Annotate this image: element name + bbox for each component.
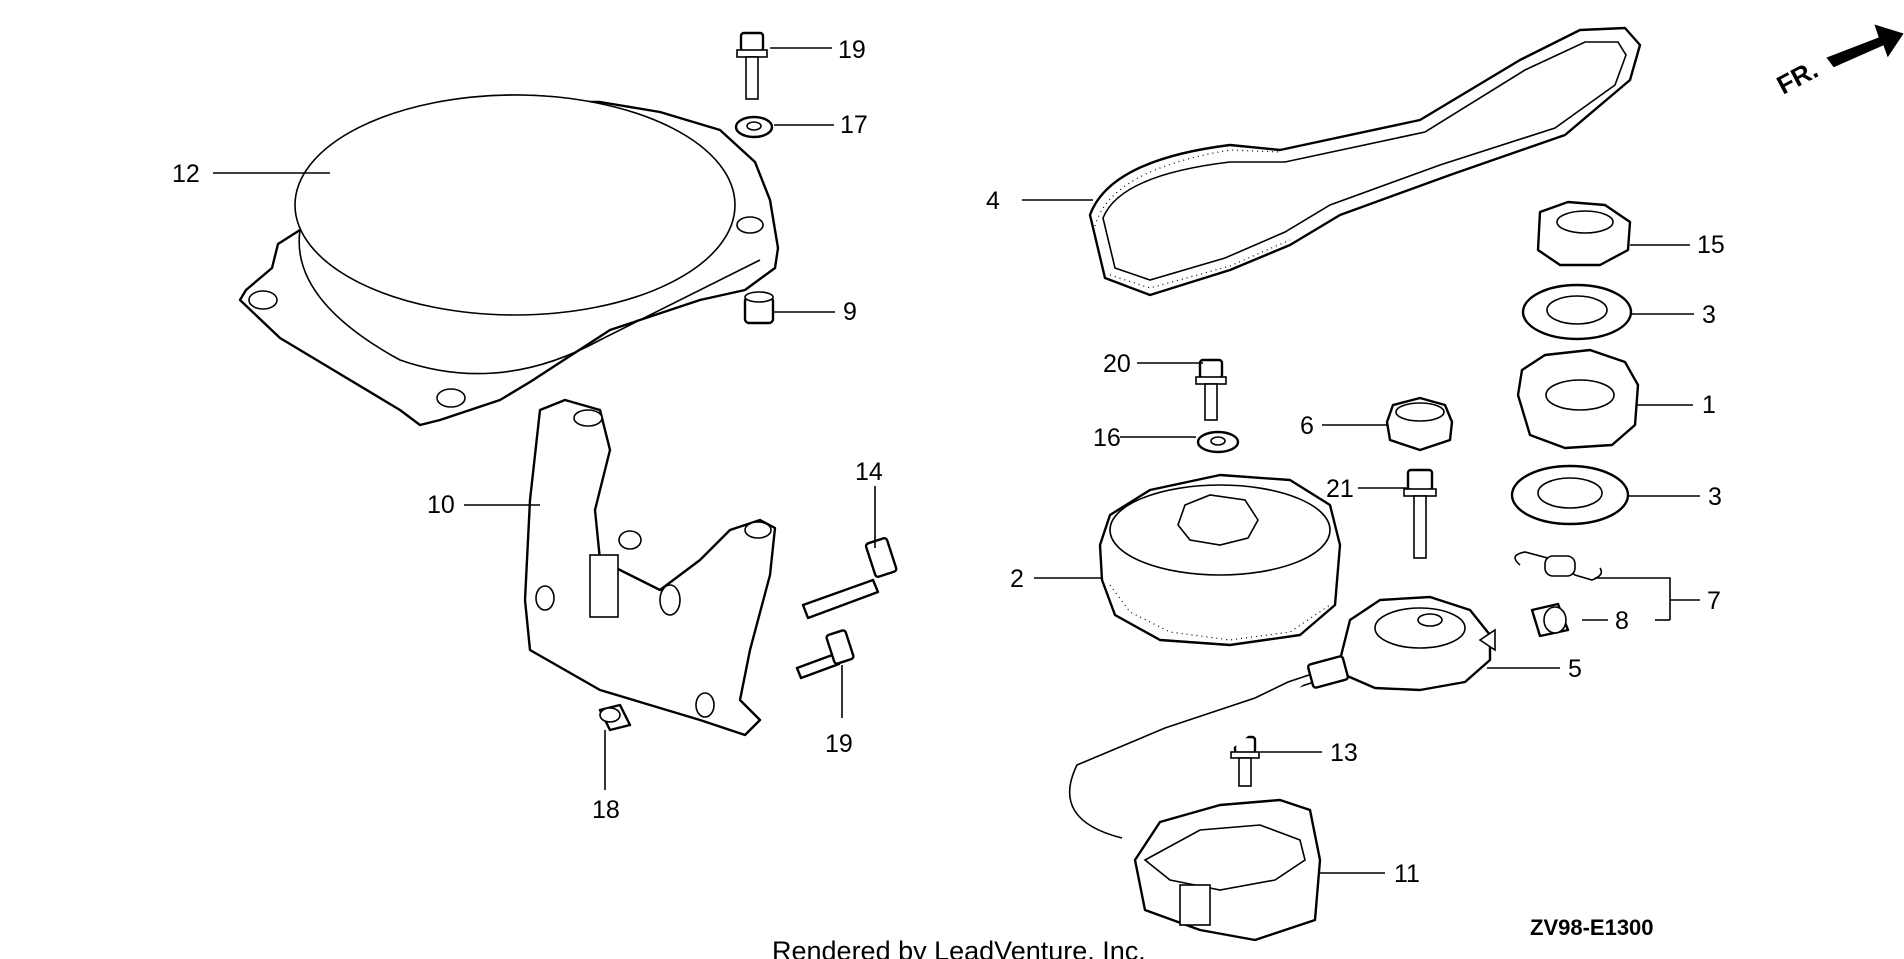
callout-17: 17 (840, 111, 868, 139)
part-washer-3-upper[interactable] (1521, 283, 1633, 341)
callout-14: 14 (855, 458, 883, 486)
callout-3-lower: 3 (1708, 483, 1722, 511)
callout-3-upper: 3 (1702, 301, 1716, 329)
callout-8: 8 (1615, 607, 1629, 635)
collar-9[interactable] (743, 291, 775, 325)
callout-12: 12 (172, 160, 200, 188)
callout-19-top: 19 (838, 36, 866, 64)
callouts: 12 19 17 9 10 14 19 18 4 15 3 1 3 20 16 … (172, 36, 1725, 888)
part-nut-15[interactable] (1536, 200, 1632, 267)
callout-11: 11 (1394, 860, 1420, 888)
callout-18: 18 (592, 796, 620, 824)
callout-15: 15 (1697, 231, 1725, 259)
callout-6: 6 (1300, 412, 1314, 440)
front-arrow-icon (1826, 24, 1904, 68)
cap-6[interactable] (1385, 396, 1454, 452)
part-belt[interactable] (1088, 26, 1642, 297)
bolt-top[interactable] (736, 31, 768, 100)
callout-16: 16 (1093, 424, 1121, 452)
callout-4: 4 (986, 187, 1000, 215)
bolt-14[interactable] (801, 537, 898, 620)
bolt-19-lower[interactable] (795, 629, 855, 680)
callout-1: 1 (1702, 391, 1716, 419)
bolt-21[interactable] (1403, 468, 1437, 559)
callout-2: 2 (1010, 565, 1024, 593)
part-sensor-11[interactable] (1068, 655, 1350, 942)
front-indicator-label: FR. (1772, 54, 1823, 100)
part-spring-7[interactable] (1514, 551, 1603, 581)
callout-19-lower: 19 (825, 730, 853, 758)
callout-20: 20 (1103, 350, 1131, 378)
collar-18[interactable] (598, 703, 632, 732)
part-washer-3-lower[interactable] (1510, 464, 1630, 526)
callout-21: 21 (1326, 475, 1354, 503)
part-pulley-1[interactable] (1516, 348, 1640, 450)
bolt-20[interactable] (1195, 358, 1227, 421)
callout-10: 10 (427, 491, 455, 519)
part-bracket[interactable] (523, 398, 777, 737)
washer-17[interactable] (734, 115, 774, 139)
callout-5: 5 (1568, 655, 1582, 683)
callout-7: 7 (1707, 587, 1721, 615)
callout-13: 13 (1330, 739, 1358, 767)
washer-16[interactable] (1196, 430, 1240, 454)
drawing-code: ZV98-E1300 (1530, 915, 1654, 940)
part-cover[interactable] (238, 94, 780, 427)
credit-line: Rendered by LeadVenture, Inc. (772, 936, 1146, 959)
callout-9: 9 (843, 298, 857, 326)
leader-lines (213, 47, 1700, 874)
part-collar-8[interactable] (1530, 602, 1570, 638)
part-gear-2[interactable] (1098, 473, 1342, 647)
part-tensioner-5[interactable] (1338, 595, 1496, 692)
